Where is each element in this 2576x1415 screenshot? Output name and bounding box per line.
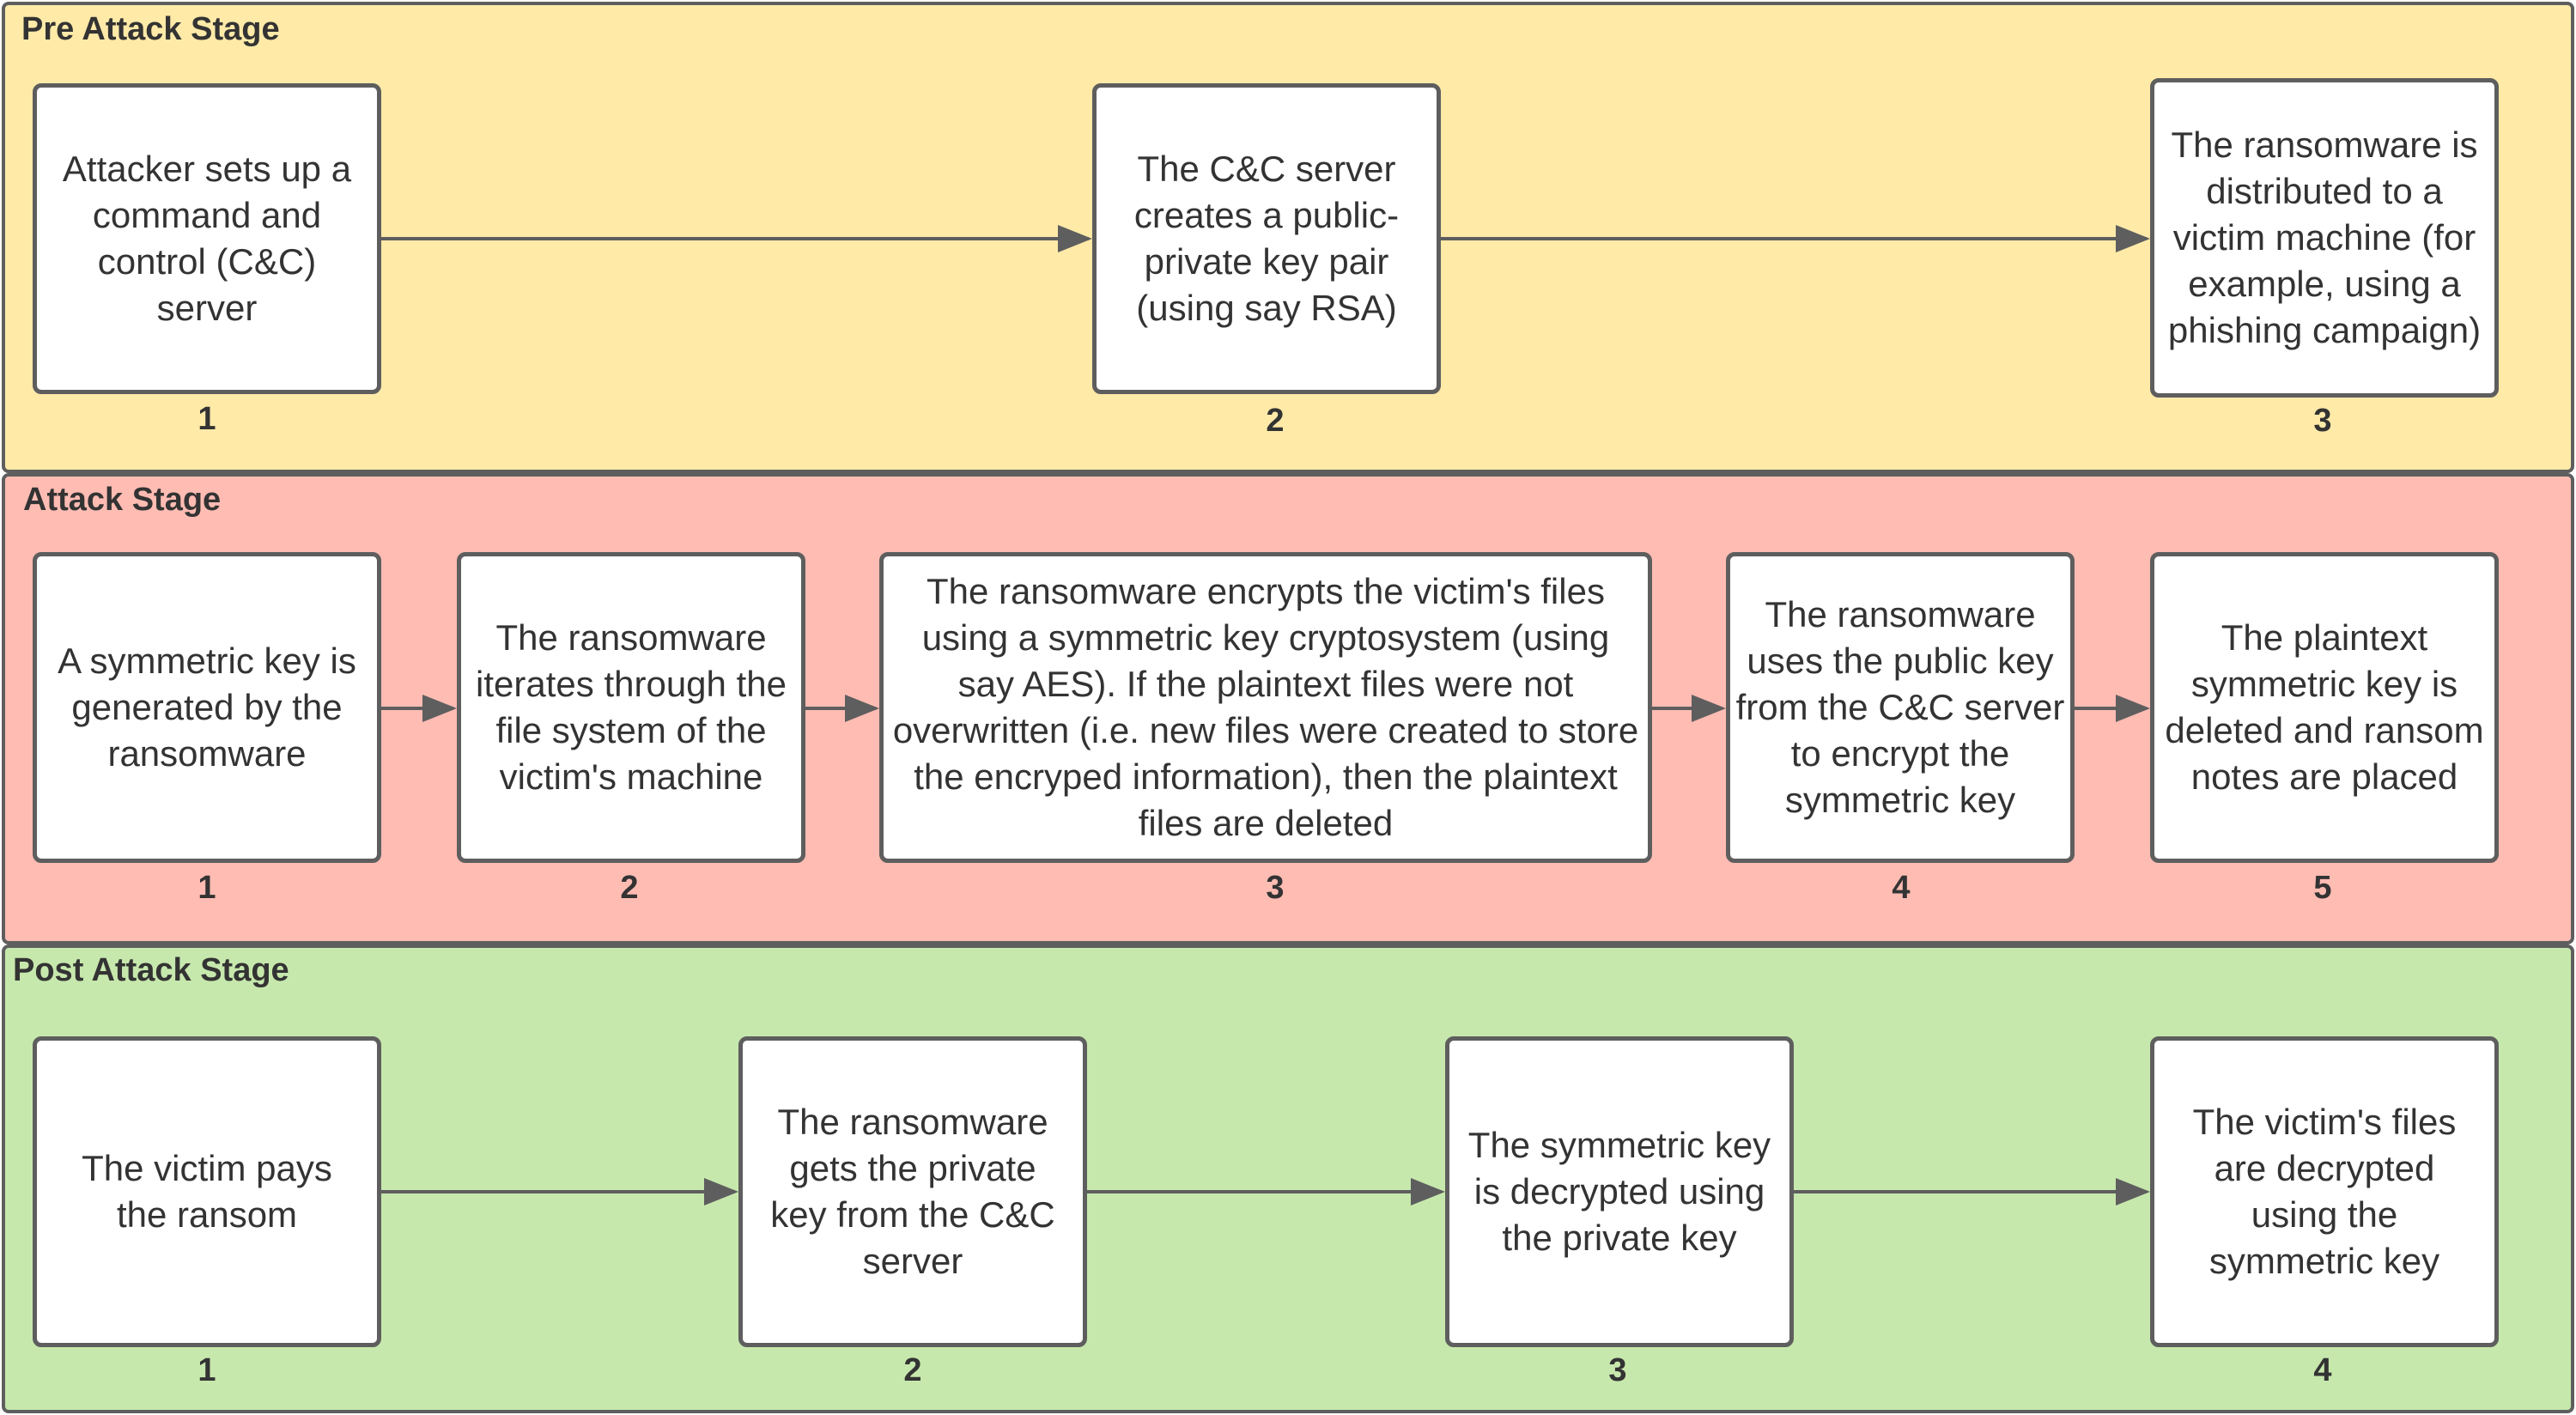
- pre-step-2-text: The C&C server creates a public-private …: [1133, 149, 1400, 328]
- attack-step-2-text: The ransomware iterates through the file…: [476, 617, 787, 797]
- post-attack-stage-title: Post Attack Stage: [13, 952, 289, 988]
- post-step-4-number: 4: [2313, 1352, 2332, 1388]
- attack-step-4-box: The ransomware uses the public key from …: [1726, 552, 2075, 863]
- attack-step-1-text: A symmetric key is generated by the rans…: [58, 641, 356, 774]
- pre-step-3-number: 3: [2313, 403, 2332, 439]
- post-step-1-text: The victim pays the ransom: [82, 1148, 332, 1235]
- pre-step-3-text: The ransomware is distributed to a victi…: [2167, 124, 2482, 350]
- attack-step-5-number: 5: [2313, 870, 2332, 906]
- attack-step-1-box: A symmetric key is generated by the rans…: [33, 552, 381, 863]
- post-step-3-text: The symmetric key is decrypted using the…: [1467, 1125, 1771, 1258]
- attack-step-5-text: The plaintext symmetric key is deleted a…: [2165, 617, 2484, 797]
- pre-step-3-box: The ransomware is distributed to a victi…: [2150, 78, 2499, 398]
- attack-step-2-box: The ransomware iterates through the file…: [457, 552, 805, 863]
- pre-step-2-number: 2: [1266, 403, 1285, 439]
- attack-step-5-box: The plaintext symmetric key is deleted a…: [2150, 552, 2499, 863]
- post-step-2-number: 2: [903, 1352, 922, 1388]
- post-step-4-box: The victim's files are decrypted using t…: [2150, 1036, 2499, 1347]
- pre-step-1-box: Attacker sets up a command and control (…: [33, 83, 381, 394]
- pre-step-1-number: 1: [197, 401, 216, 437]
- post-step-3-box: The symmetric key is decrypted using the…: [1445, 1036, 1794, 1347]
- post-step-1-box: The victim pays the ransom: [33, 1036, 381, 1347]
- attack-step-4-text: The ransomware uses the public key from …: [1735, 594, 2065, 820]
- pre-step-1-text: Attacker sets up a command and control (…: [62, 149, 352, 328]
- pre-step-2-box: The C&C server creates a public-private …: [1092, 83, 1441, 394]
- attack-step-3-box: The ransomware encrypts the victim's fil…: [879, 552, 1652, 863]
- pre-attack-stage-title: Pre Attack Stage: [21, 11, 280, 47]
- attack-step-3-number: 3: [1266, 870, 1285, 906]
- attack-step-3-text: The ransomware encrypts the victim's fil…: [892, 571, 1639, 843]
- attack-step-1-number: 1: [197, 870, 216, 906]
- post-step-4-text: The victim's files are decrypted using t…: [2192, 1102, 2457, 1281]
- attack-step-4-number: 4: [1892, 870, 1911, 906]
- post-step-1-number: 1: [197, 1352, 216, 1388]
- attack-step-2-number: 2: [620, 870, 639, 906]
- post-step-3-number: 3: [1608, 1352, 1627, 1388]
- attack-stage-title: Attack Stage: [23, 482, 222, 518]
- post-step-2-text: The ransomware gets the private key from…: [770, 1102, 1055, 1281]
- post-step-2-box: The ransomware gets the private key from…: [738, 1036, 1087, 1347]
